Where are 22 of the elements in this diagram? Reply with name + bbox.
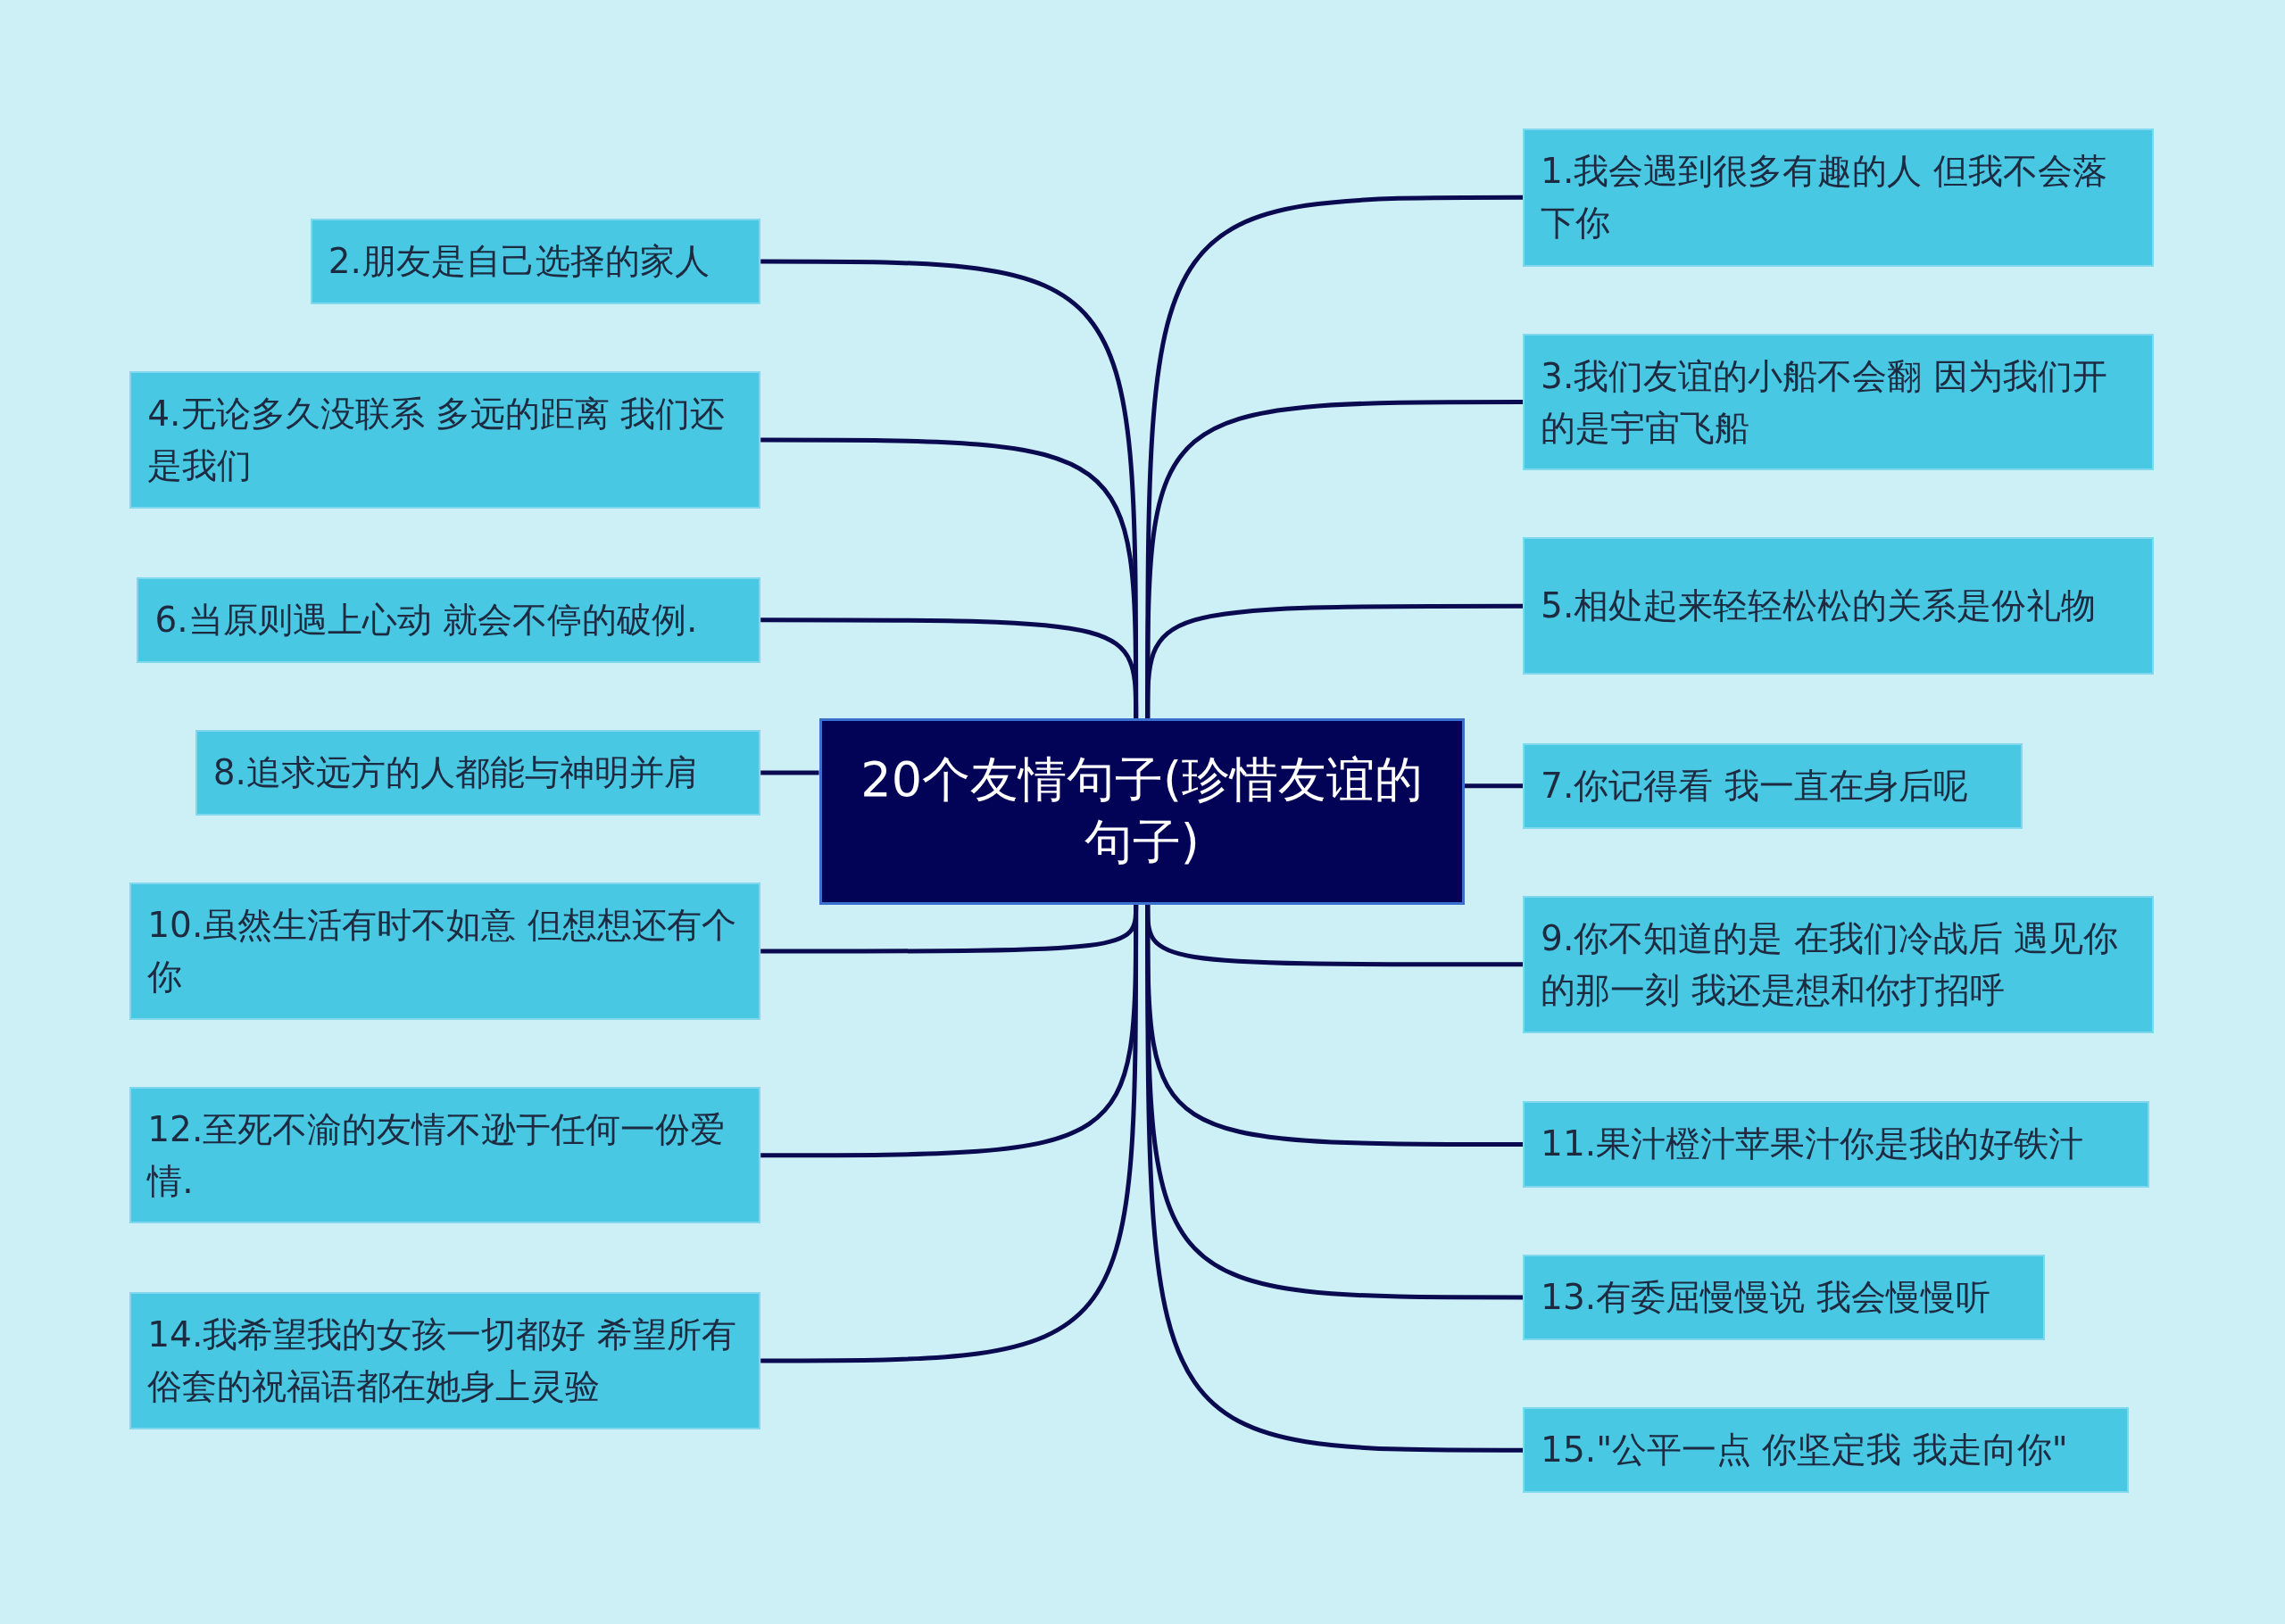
topic-box: 9.你不知道的是 在我们冷战后 遇见你的那一刻 我还是想和你打招呼: [1523, 896, 2155, 1033]
topic-box: 8.追求远方的人都能与神明并肩: [195, 729, 761, 816]
topic-box: 5.相处起来轻轻松松的关系是份礼物: [1523, 537, 2155, 675]
topic-box: 15."公平一点 你坚定我 我走向你": [1523, 1407, 2130, 1494]
connector: [760, 617, 1139, 718]
topic-box: 14.我希望我的女孩一切都好 希望所有俗套的祝福语都在她身上灵验: [129, 1292, 761, 1429]
topic-box: 2.朋友是自己选择的家人: [310, 218, 761, 305]
topic-box: 3.我们友谊的小船不会翻 因为我们开的是宇宙飞船: [1523, 333, 2155, 471]
topic-box: 4.无论多久没联系 多远的距离 我们还是我们: [129, 371, 761, 509]
topic-box: 7.你记得看 我一直在身后呢: [1523, 742, 2023, 829]
topic-box: 13.有委屈慢慢说 我会慢慢听: [1523, 1254, 2045, 1340]
connector: [1145, 603, 1524, 718]
topic-box: 10.虽然生活有时不如意 但想想还有个你: [129, 882, 761, 1020]
connector: [760, 904, 1139, 1363]
topic-box: 11.果汁橙汁苹果汁你是我的好铁汁: [1523, 1101, 2150, 1188]
connector: [760, 770, 819, 775]
connector: [1464, 783, 1524, 789]
topic-box: 1.我会遇到很多有趣的人 但我不会落下你: [1523, 128, 2155, 267]
central-topic-box: 20个友情句子(珍惜友谊的句子): [818, 717, 1465, 905]
connector: [1145, 904, 1524, 1453]
topic-box: 6.当原则遇上心动 就会不停的破例.: [137, 576, 761, 663]
topic-box: 12.至死不渝的友情不逊于任何一份爱情.: [129, 1086, 761, 1224]
